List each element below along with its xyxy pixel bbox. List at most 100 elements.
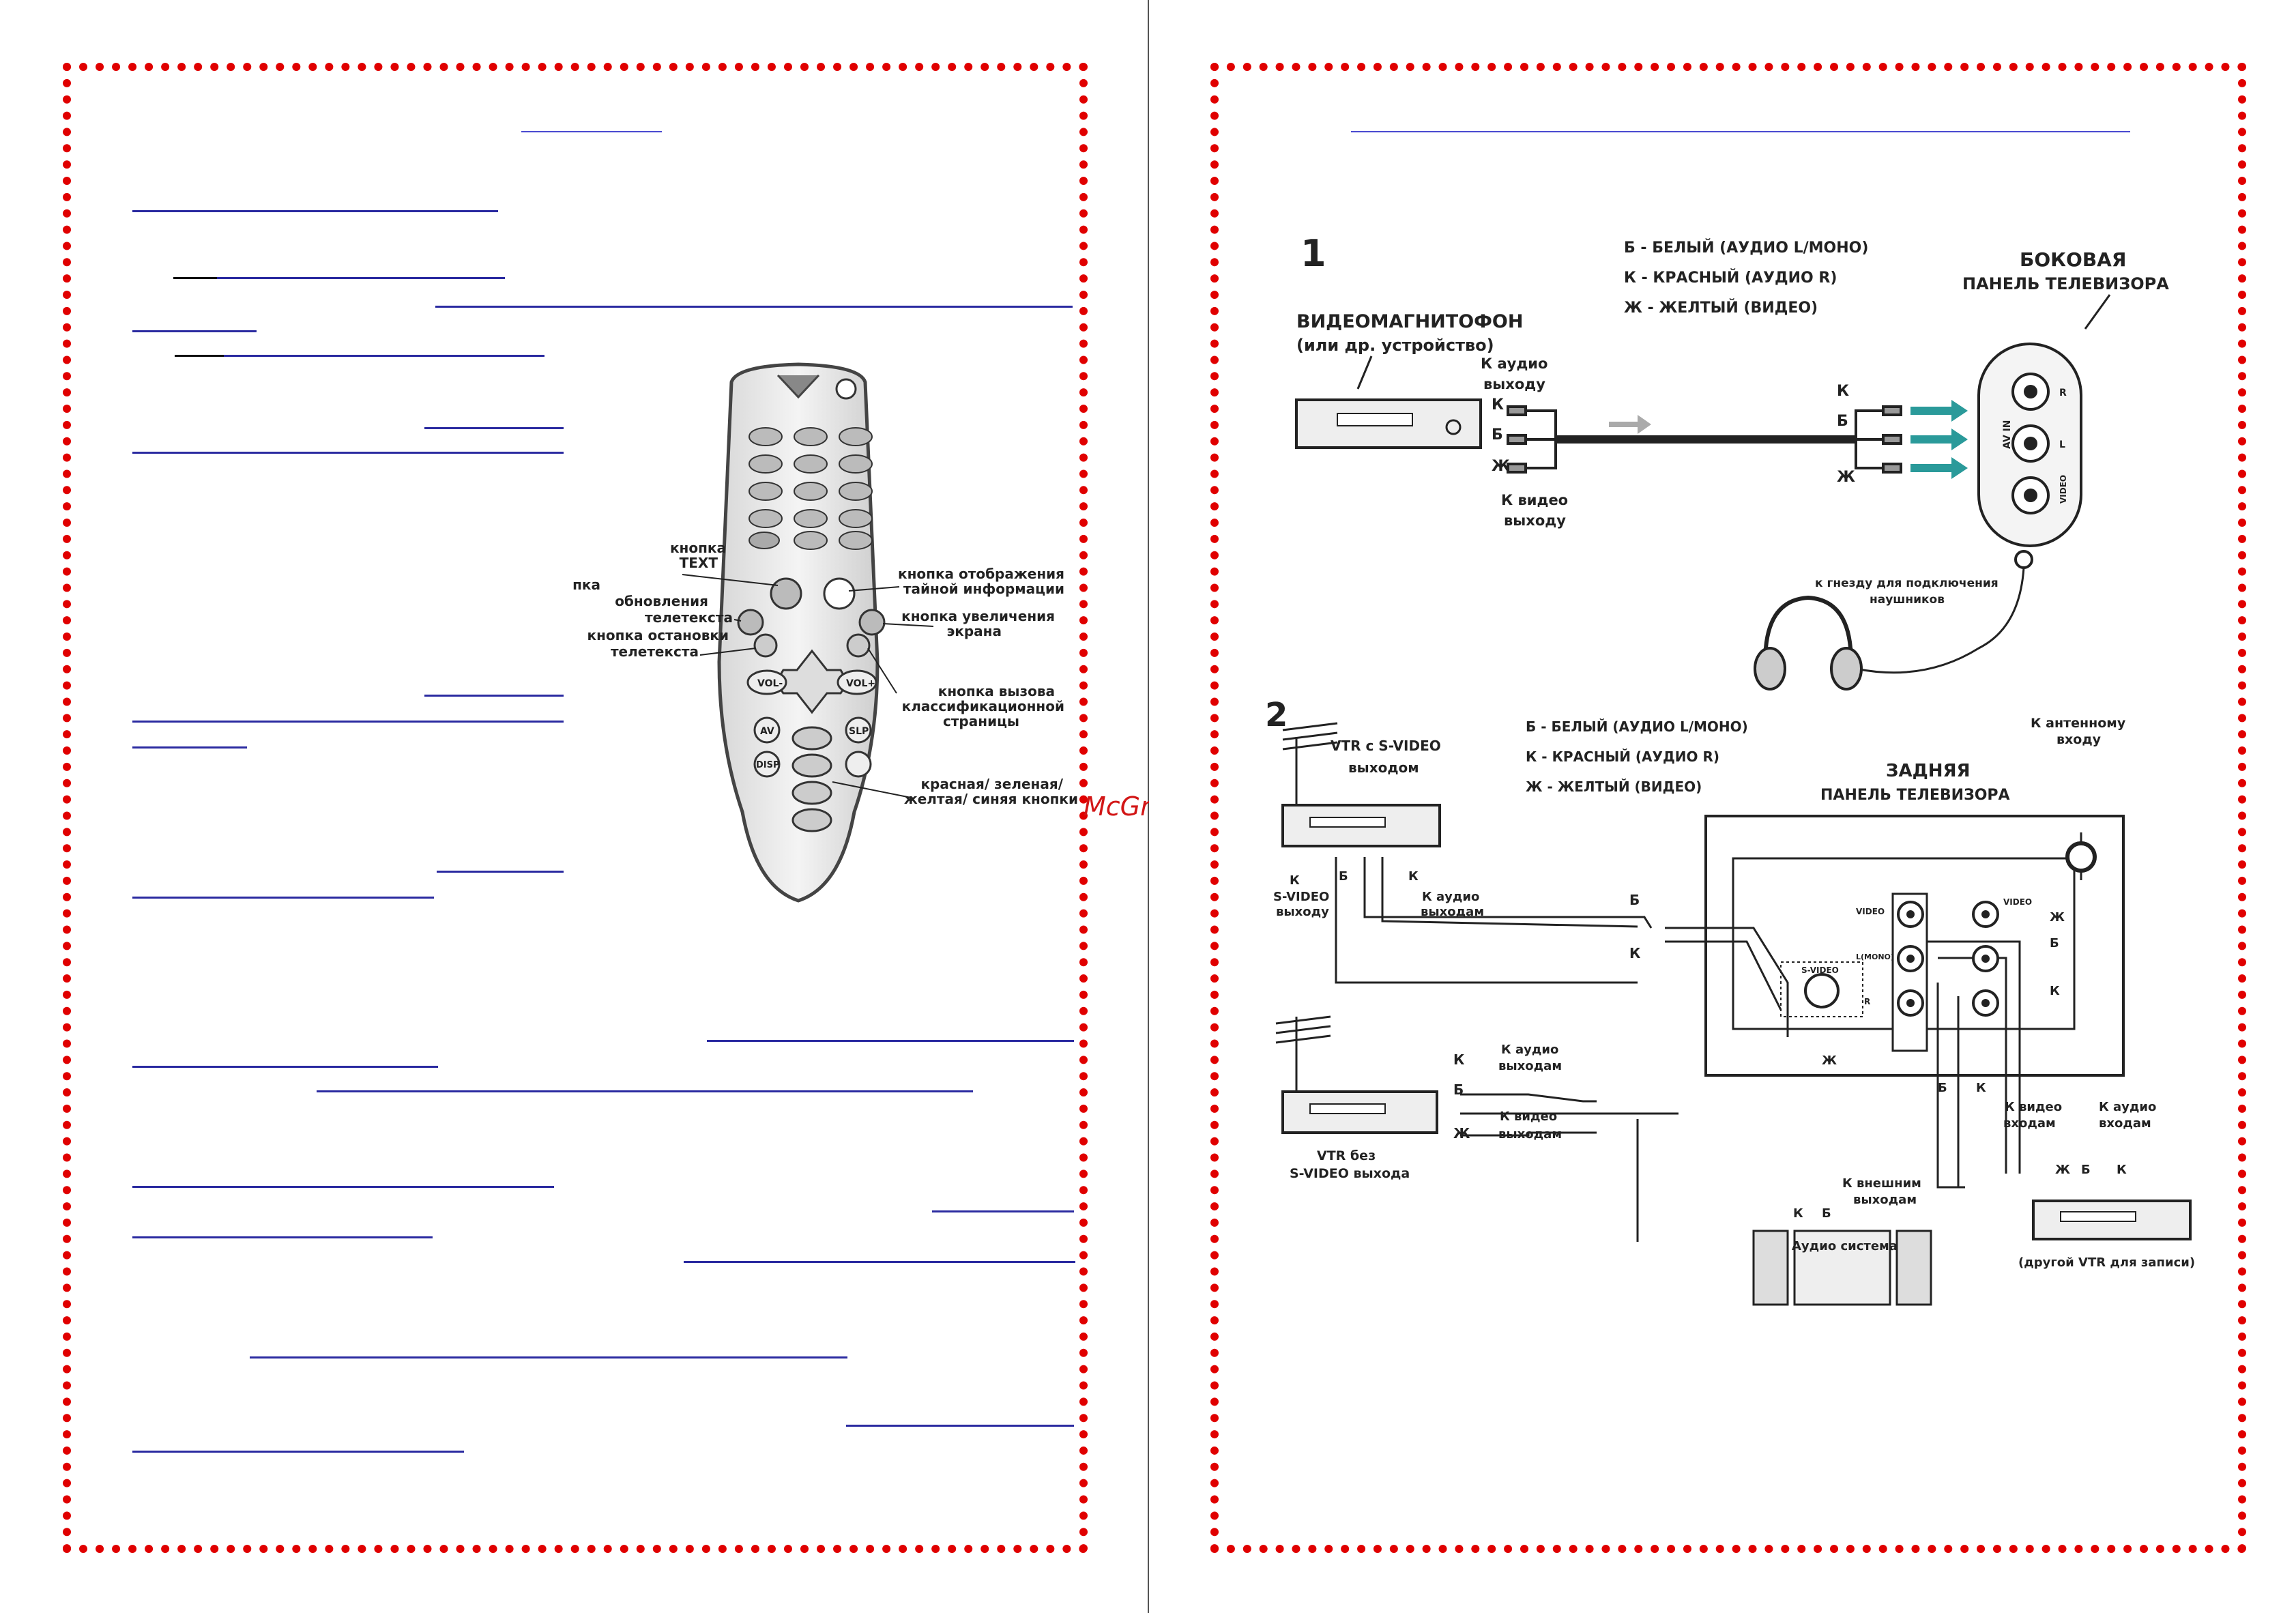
text-line [250, 1356, 847, 1358]
svg-text:К: К [1453, 1051, 1465, 1068]
svg-text:(другой VTR для записи): (другой VTR для записи) [2018, 1255, 2195, 1270]
disp-button[interactable] [753, 751, 781, 778]
text-line [132, 1066, 438, 1068]
svg-text:Б - БЕЛЫЙ (АУДИО L/МОНО): Б - БЕЛЫЙ (АУДИО L/МОНО) [1526, 718, 1748, 735]
svg-text:выходом: выходом [1348, 759, 1419, 776]
svg-text:Б: Б [2081, 1163, 2091, 1177]
left-title-line [521, 131, 662, 132]
zoom-button[interactable] [858, 609, 886, 636]
svg-text:Ж: Ж [1453, 1125, 1470, 1142]
text-line [317, 1090, 973, 1092]
svg-text:Б: Б [1492, 426, 1503, 444]
text-line [132, 721, 564, 723]
text-line [132, 330, 257, 332]
svg-text:экрана: экрана [946, 623, 1002, 639]
svg-text:Ж: Ж [1837, 469, 1855, 486]
vol-minus-button[interactable] [746, 669, 787, 695]
svg-text:выходу: выходу [1504, 512, 1566, 529]
number-key[interactable] [794, 427, 828, 446]
number-key[interactable] [794, 482, 828, 501]
av-label: AV [760, 726, 774, 737]
number-key[interactable] [839, 482, 873, 501]
rear-panel-title: ЗАДНЯЯ [1886, 761, 1971, 781]
text-line [132, 1236, 433, 1238]
svg-text:К аудио: К аудио [1501, 1043, 1558, 1057]
vcr-subtitle: (или др. устройство) [1296, 336, 1494, 355]
right-plug-labels: К Б Ж [1837, 383, 1855, 486]
number-key[interactable] [839, 427, 873, 446]
svg-text:обновления: обновления [615, 593, 708, 609]
vtr-plain-device [1281, 1090, 1438, 1134]
mute2-button[interactable] [845, 751, 872, 778]
vcr-device-icon [1295, 398, 1482, 449]
svg-text:К: К [1793, 1206, 1803, 1221]
number-key[interactable] [794, 531, 828, 550]
number-key[interactable] [749, 482, 783, 501]
number-key[interactable] [839, 531, 873, 550]
svg-text:выходам: выходам [1853, 1193, 1917, 1207]
text-line [132, 210, 498, 212]
svg-text:выходу: выходу [1483, 376, 1545, 392]
svg-text:VIDEO: VIDEO [1856, 907, 1885, 916]
svg-text:выходам: выходам [1498, 1127, 1562, 1142]
callout-color-buttons: красная/ зеленая/ желтая/ синяя кнопки [832, 776, 1078, 807]
side-panel-title: БОКОВАЯ [2020, 248, 2126, 271]
svg-text:К: К [2117, 1163, 2127, 1177]
svg-text:выходам: выходам [1498, 1059, 1562, 1073]
svg-text:К аудио: К аудио [1422, 890, 1479, 904]
number-key[interactable] [794, 454, 828, 474]
other-vtr-device [2032, 1200, 2192, 1240]
av-button[interactable] [753, 716, 781, 744]
diagram-2-legend: Б - БЕЛЫЙ (АУДИО L/МОНО) К - КРАСНЫЙ (АУ… [1526, 718, 1748, 795]
svg-text:Б - БЕЛЫЙ (АУДИО L/МОНО): Б - БЕЛЫЙ (АУДИО L/МОНО) [1624, 239, 1868, 257]
mute-button[interactable] [749, 532, 780, 549]
diagram-2-number: 2 [1265, 696, 1288, 734]
svg-text:Аудио система: Аудио система [1792, 1239, 1898, 1253]
hold-button[interactable] [753, 633, 778, 658]
svg-text:VIDEO: VIDEO [2059, 475, 2068, 504]
disp-label: DISP [756, 760, 780, 770]
reveal-button[interactable] [823, 577, 856, 610]
number-key[interactable] [749, 509, 783, 528]
power-notch [776, 374, 820, 399]
svg-text:R: R [2059, 388, 2067, 398]
svg-text:кнопка остановки: кнопка остановки [587, 627, 729, 643]
number-key[interactable] [839, 509, 873, 528]
svg-text:VIDEO: VIDEO [2003, 897, 2032, 907]
svg-text:К: К [1492, 396, 1504, 413]
svg-text:кнопка отображения: кнопка отображения [898, 566, 1064, 582]
audio-system-icon [1752, 1230, 1932, 1306]
svg-text:наушников: наушников [1870, 593, 1945, 607]
plug-letters-rear: Б К Ж Б К [1629, 892, 2065, 998]
svg-text:кнопка: кнопка [573, 577, 600, 593]
text-line [684, 1261, 1075, 1263]
number-key[interactable] [749, 427, 783, 446]
svg-text:Ж: Ж [2050, 910, 2065, 925]
left-page: VOL- VOL+ AV SLP DISP кнопка TEXT кнопка… [63, 63, 1088, 1553]
number-key[interactable] [794, 509, 828, 528]
antenna-2 [1275, 1015, 1331, 1092]
svg-text:R: R [1864, 997, 1870, 1006]
number-key[interactable] [839, 454, 873, 474]
svg-text:К - КРАСНЫЙ (АУДИО R): К - КРАСНЫЙ (АУДИО R) [1526, 749, 1719, 765]
svg-text:Б: Б [1822, 1206, 1831, 1221]
vol-plus-button[interactable] [837, 669, 877, 695]
vol-minus-label: VOL- [757, 678, 783, 689]
headphone-jack [2014, 550, 2033, 569]
rca-cables [1507, 405, 1902, 474]
svg-text:красная/ зеленая/: красная/ зеленая/ [920, 776, 1063, 792]
svg-text:L: L [2059, 439, 2065, 450]
svg-text:К видео: К видео [1501, 492, 1568, 508]
slp-button[interactable] [845, 716, 872, 744]
color-buttons[interactable] [791, 726, 832, 832]
update-button[interactable] [737, 609, 764, 636]
power-button[interactable] [835, 378, 857, 400]
svg-text:К - КРАСНЫЙ (АУДИО R): К - КРАСНЫЙ (АУДИО R) [1624, 269, 1837, 287]
svg-text:телетекста: телетекста [645, 609, 733, 626]
text-button[interactable] [770, 577, 802, 610]
number-key[interactable] [749, 454, 783, 474]
svg-text:К внешним: К внешним [1842, 1176, 1921, 1191]
svg-text:К: К [1629, 945, 1641, 961]
index-button[interactable] [846, 633, 871, 658]
callout-reveal-button: кнопка отображения тайной информации [848, 566, 1064, 597]
